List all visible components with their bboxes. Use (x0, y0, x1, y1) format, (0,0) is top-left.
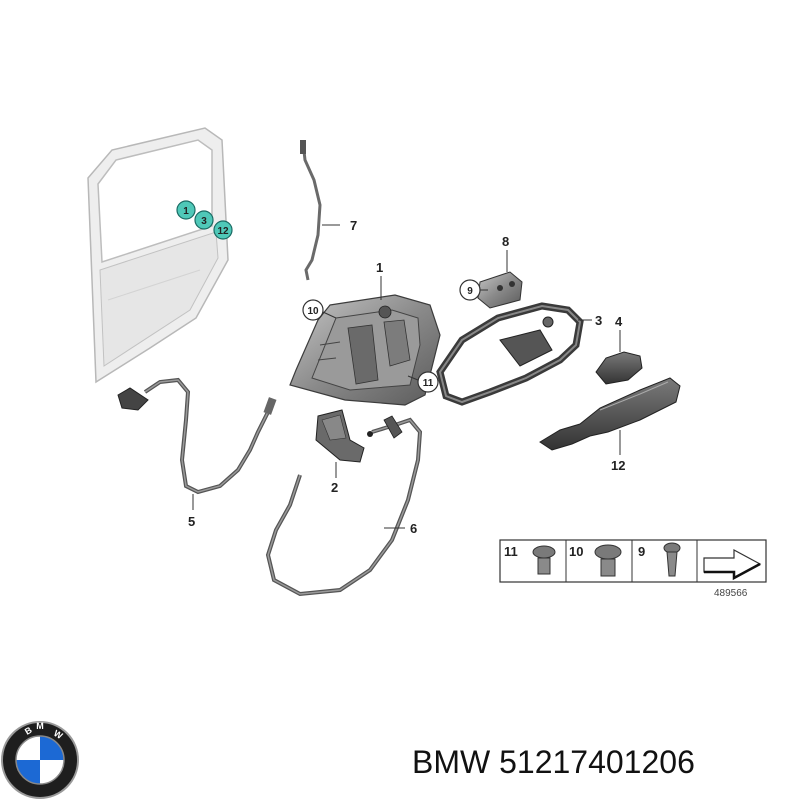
arrow-icon (703, 548, 762, 581)
screw-9 (663, 542, 681, 577)
drawing-number: 489566 (714, 588, 748, 599)
outer-door-handle (539, 377, 681, 451)
svg-text:12: 12 (217, 226, 229, 237)
cable-5 (117, 377, 277, 495)
callout-10: 10 (307, 306, 319, 317)
callout-10-ring: 10 (302, 299, 324, 321)
callout-12: 12 (611, 458, 625, 473)
door-panel (87, 127, 229, 384)
door-lock (289, 294, 441, 406)
svg-text:M: M (36, 721, 44, 731)
brand-name: BMW (412, 744, 491, 780)
svg-text:B: B (23, 725, 34, 737)
part-number: 51217401206 (499, 744, 695, 780)
screw-11 (532, 545, 556, 575)
callout-5: 5 (188, 514, 195, 529)
callout-9-ring: 9 (459, 279, 481, 301)
svg-text:1: 1 (183, 206, 189, 217)
lock-cover (315, 409, 365, 463)
callout-6: 6 (410, 521, 417, 536)
part-caption: BMW 51217401206 (412, 740, 792, 784)
callout-4: 4 (615, 314, 623, 329)
bmw-logo: B M W (1, 721, 79, 799)
callout-1: 1 (376, 260, 383, 275)
hardware-label-9: 9 (638, 544, 645, 559)
door-marker-12: 12 (213, 220, 233, 240)
cable-6 (265, 415, 423, 597)
callout-8: 8 (502, 234, 509, 249)
handle-cap (595, 351, 643, 385)
callout-3: 3 (595, 313, 602, 328)
screw-10 (594, 544, 622, 577)
svg-text:3: 3 (201, 216, 207, 227)
hardware-label-10: 10 (569, 544, 583, 559)
handle-carrier (436, 302, 584, 406)
callout-11-ring: 11 (417, 371, 439, 393)
callout-7: 7 (350, 218, 357, 233)
door-marker-1: 1 (176, 200, 196, 220)
striker (477, 271, 523, 309)
callout-2: 2 (331, 480, 338, 495)
hardware-label-11: 11 (504, 544, 518, 559)
callout-11: 11 (423, 378, 434, 389)
lock-rod (300, 140, 322, 281)
callout-9: 9 (467, 286, 473, 297)
door-marker-3: 3 (194, 210, 214, 230)
